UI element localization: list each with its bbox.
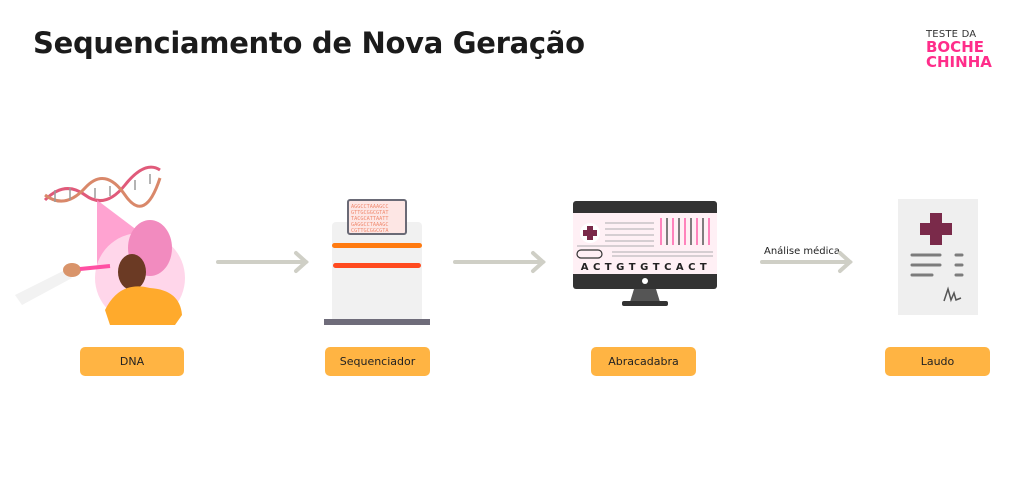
arrow-2 [453,251,546,273]
step-label-laudo: Laudo [885,347,990,376]
arrow-1 [216,251,309,273]
logo-line3: CHINHA [926,53,992,71]
arrow-3 [760,251,853,273]
sequencer-screen-line: CGTTGCGGCGTA [351,228,389,234]
step-label-abracadabra: Abracadabra [591,347,696,376]
medical-report-illustration [898,199,978,315]
sequencer-screen-line: GAGGCCTAAAGC [351,222,388,228]
dna-helix-icon [43,165,162,208]
sequencer-screen-line: GTTGCGGCGTAT [351,210,388,216]
sequencer-machine-illustration: AGGCCTAAAGCCGTTGCGGCGTATTACGCATTAATTGAGG… [324,199,430,325]
sequencer-screen-text: AGGCCTAAAGCCGTTGCGGCGTATTACGCATTAATTGAGG… [351,204,389,234]
step-label-sequenciador: Sequenciador [325,347,430,376]
logo-line2: BOCHE [926,38,984,56]
logo-line1: TESTE DA [926,29,977,40]
monitor-sequence-text: A C T G T G T C A C T [581,262,708,273]
logo: TESTE DA BOCHE CHINHA [926,30,992,70]
page-title: Sequenciamento de Nova Geração [33,26,585,60]
sequencer-screen-line: AGGCCTAAAGCC [351,204,388,210]
step-label-dna: DNA [80,347,184,376]
sequencer-screen-line: TACGCATTAATT [351,216,388,222]
person-dna-swab-illustration [15,165,185,325]
computer-monitor-illustration: A C T G T G T C A C T [573,201,717,306]
arrow-label: Análise médica [764,246,841,257]
